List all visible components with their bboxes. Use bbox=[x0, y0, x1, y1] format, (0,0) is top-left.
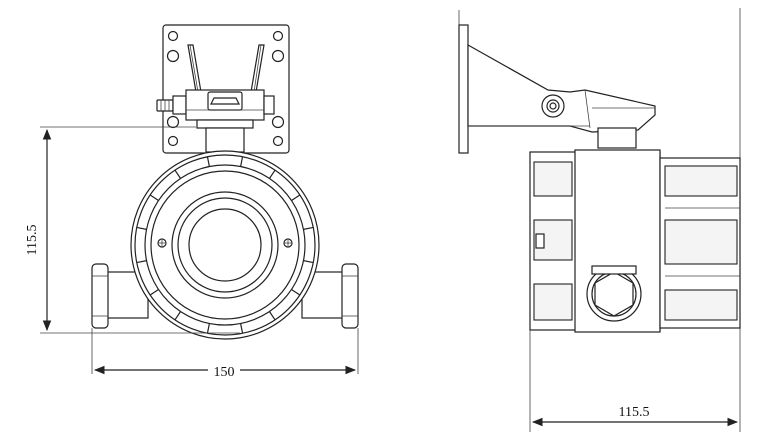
housing-notch bbox=[149, 288, 159, 296]
housing-notch bbox=[206, 156, 210, 167]
dimension-side-depth: 115.5 bbox=[529, 330, 741, 432]
housing-notch bbox=[291, 288, 301, 296]
dimension-label-side-depth: 115.5 bbox=[619, 405, 650, 420]
housing-notch bbox=[174, 311, 182, 321]
neck bbox=[205, 127, 245, 153]
housing-notch bbox=[240, 156, 244, 167]
screw-right bbox=[283, 238, 293, 248]
housing-notch bbox=[174, 169, 182, 179]
side-view bbox=[458, 8, 741, 333]
dimension-label-front-height: 115.5 bbox=[25, 225, 40, 256]
cable-gland bbox=[586, 265, 642, 322]
housing-notch bbox=[303, 226, 314, 230]
screw-left bbox=[157, 238, 167, 248]
side-bracket bbox=[467, 43, 656, 149]
housing-notch bbox=[136, 260, 147, 264]
housing-notch bbox=[291, 194, 301, 202]
housing-notch bbox=[149, 194, 159, 202]
housing-notch bbox=[136, 226, 147, 230]
housing-notch bbox=[206, 323, 210, 334]
pivot-assembly bbox=[156, 89, 275, 129]
housing-notch bbox=[268, 169, 276, 179]
dimension-front-width: 150 bbox=[91, 328, 359, 380]
housing-notch bbox=[268, 311, 276, 321]
front-view bbox=[91, 24, 359, 340]
dimension-label-front-width: 150 bbox=[214, 365, 235, 380]
round-housing bbox=[130, 150, 320, 340]
housing-notch bbox=[303, 260, 314, 264]
dimension-front-height: 115.5 bbox=[25, 126, 240, 334]
housing-notch bbox=[240, 323, 244, 334]
wall-flange bbox=[458, 24, 469, 154]
housing-notches bbox=[136, 156, 314, 334]
